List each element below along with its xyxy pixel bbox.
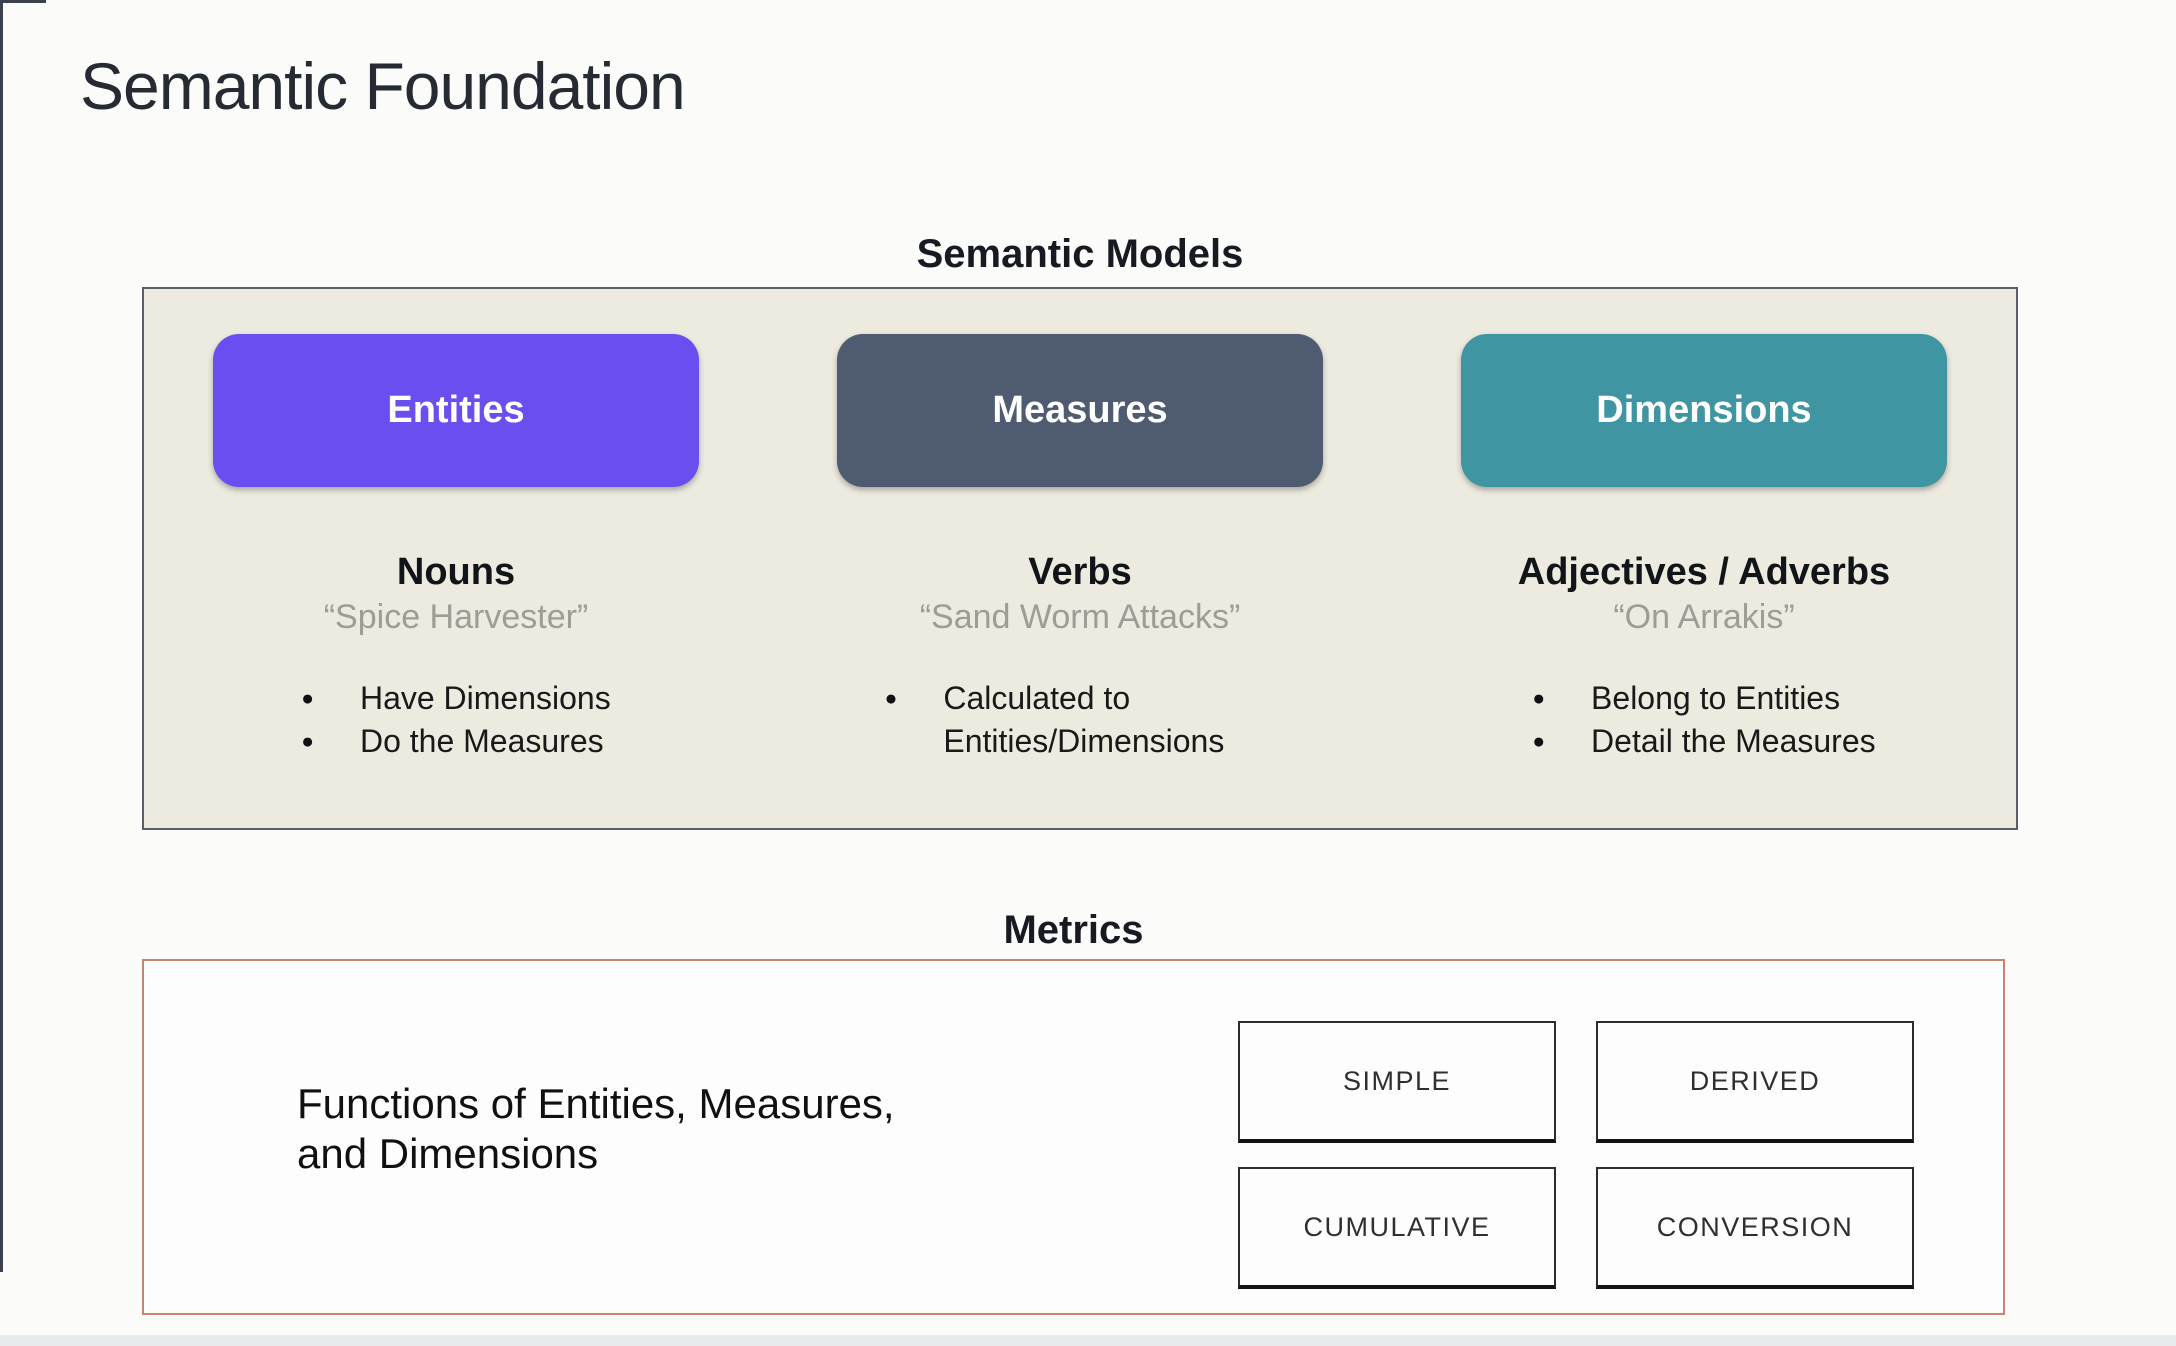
- metric-type-conversion: CONVERSION: [1596, 1167, 1914, 1289]
- bullet-item: Have Dimensions: [301, 677, 611, 720]
- bullet-item: Detail the Measures: [1532, 720, 1876, 763]
- dimensions-pill: Dimensions: [1460, 334, 1948, 487]
- measures-column: Measures Verbs “Sand Worm Attacks” Calcu…: [768, 289, 1392, 828]
- metrics-description: Functions of Entities, Measures, and Dim…: [297, 1080, 895, 1177]
- measures-pill: Measures: [836, 334, 1324, 487]
- measures-role: Verbs: [1028, 551, 1132, 593]
- entities-bullet-list: Have Dimensions Do the Measures: [301, 677, 611, 763]
- dimensions-example: “On Arrakis”: [1613, 597, 1795, 636]
- dimensions-bullet-list: Belong to Entities Detail the Measures: [1532, 677, 1876, 763]
- semantic-models-box: Entities Nouns “Spice Harvester” Have Di…: [142, 287, 2018, 830]
- metric-type-derived: DERIVED: [1596, 1021, 1914, 1143]
- metrics-box: Functions of Entities, Measures, and Dim…: [142, 959, 2005, 1315]
- metric-type-cumulative: CUMULATIVE: [1238, 1167, 1556, 1289]
- bullet-item: Belong to Entities: [1532, 677, 1875, 720]
- screenshot-bottom-strip: [0, 1335, 2176, 1346]
- metric-types-grid: SIMPLE DERIVED CUMULATIVE CONVERSION: [1238, 1021, 1914, 1289]
- dimensions-role: Adjectives / Adverbs: [1517, 551, 1891, 593]
- measures-bullet-list: Calculated to Entities/Dimensions: [885, 677, 1276, 763]
- metric-type-simple: SIMPLE: [1238, 1021, 1556, 1143]
- slide-title: Semantic Foundation: [80, 49, 686, 123]
- entities-column: Entities Nouns “Spice Harvester” Have Di…: [144, 289, 768, 828]
- entities-example: “Spice Harvester”: [323, 597, 589, 636]
- window-left-edge: [0, 0, 3, 1272]
- window-top-edge: [0, 0, 46, 3]
- entities-pill: Entities: [212, 334, 700, 487]
- entities-role: Nouns: [396, 551, 516, 593]
- dimensions-column: Dimensions Adjectives / Adverbs “On Arra…: [1392, 289, 2016, 828]
- measures-example: “Sand Worm Attacks”: [919, 597, 1241, 636]
- bullet-item: Do the Measures: [301, 720, 610, 763]
- metrics-heading: Metrics: [1003, 908, 1144, 952]
- semantic-models-heading: Semantic Models: [916, 232, 1244, 276]
- bullet-item: Calculated to Entities/Dimensions: [885, 677, 1276, 763]
